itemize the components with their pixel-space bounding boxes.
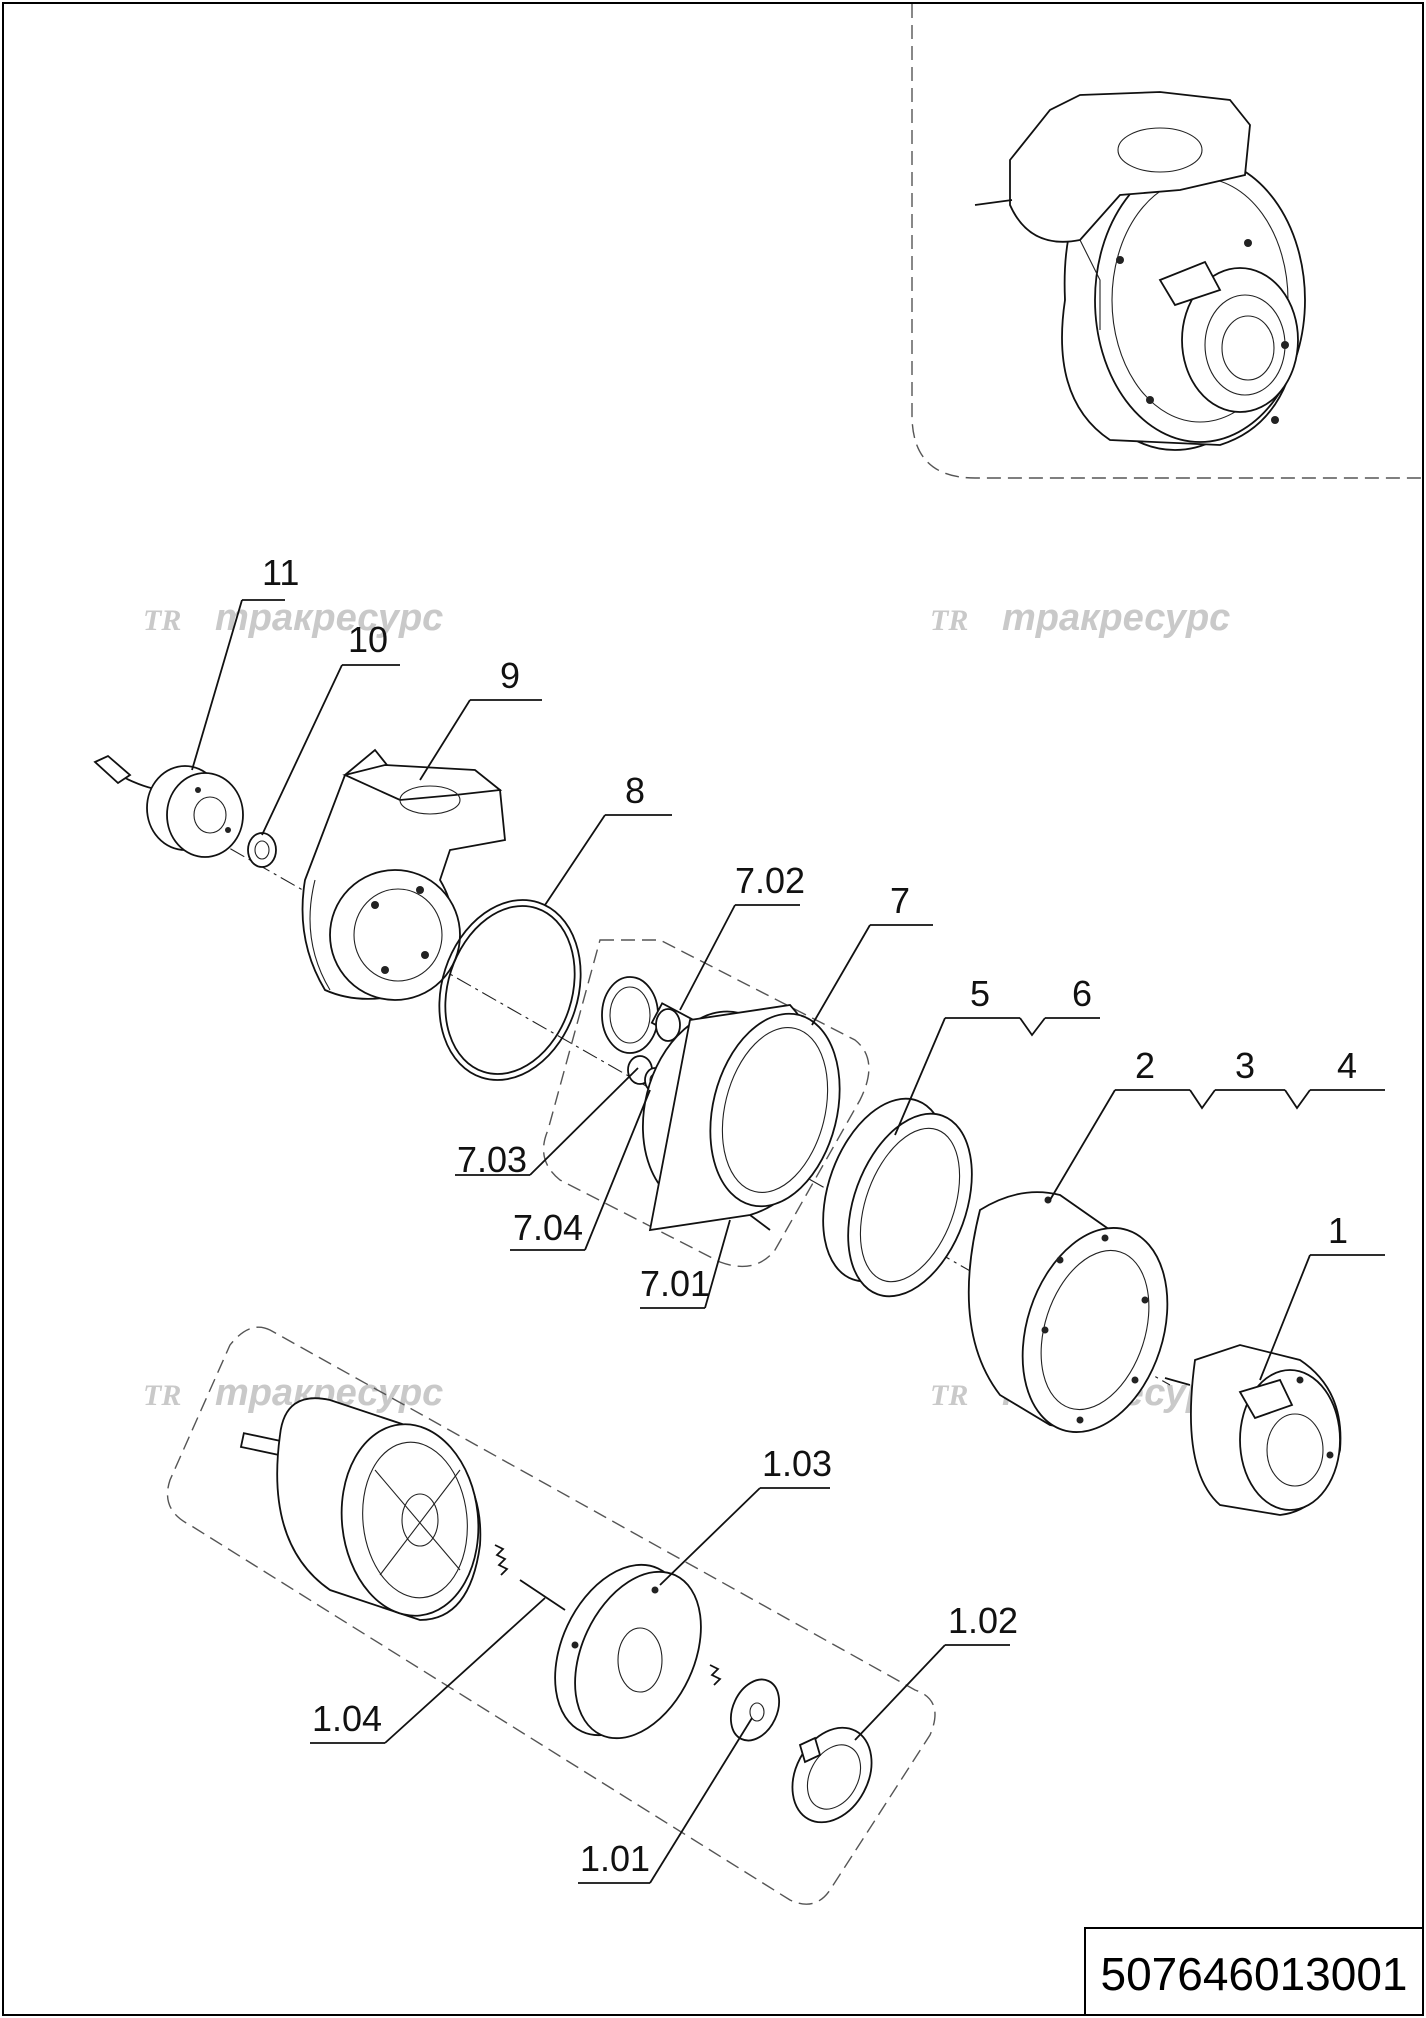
label-10: 10: [348, 619, 388, 660]
leader-lines: [191, 599, 1385, 1884]
label-1-02: 1.02: [948, 1600, 1018, 1641]
watermark-top-left: TR тракресурс: [143, 597, 443, 639]
label-1: 1: [1328, 1210, 1348, 1251]
drawing-number-box: 507646013001: [1084, 1927, 1424, 2016]
label-7: 7: [890, 880, 910, 921]
svg-text:TR: TR: [930, 1379, 968, 1412]
part-1-02-cover: [791, 1726, 873, 1824]
label-1-01: 1.01: [580, 1838, 650, 1879]
part-labels: 11 10 9 8 7.02 7 5 6 2 3 4 7.03 7.04 7.0…: [262, 552, 1357, 1879]
assembled-view-inset: [911, 4, 1423, 479]
label-8: 8: [625, 770, 645, 811]
label-11: 11: [262, 552, 299, 593]
part-8-oring: [438, 899, 582, 1081]
label-4: 4: [1337, 1045, 1357, 1086]
label-7-03: 7.03: [457, 1139, 527, 1180]
svg-text:тракресурс: тракресурс: [1002, 597, 1230, 639]
label-3: 3: [1235, 1045, 1255, 1086]
watermark-top-right: TR тракресурс: [930, 597, 1230, 639]
svg-text:тракресурс: тракресурс: [215, 597, 443, 639]
label-7-01: 7.01: [640, 1263, 710, 1304]
part-10-seal: [247, 832, 277, 868]
part-1-motor: [1164, 1344, 1342, 1516]
label-9: 9: [500, 655, 520, 696]
part-1-03-plate: [554, 1563, 702, 1740]
group-7-boundary: [542, 939, 870, 1268]
svg-text:TR: TR: [930, 604, 968, 637]
part-1-01-disc: [709, 1664, 780, 1742]
label-7-02: 7.02: [735, 860, 805, 901]
part-2-drum: [967, 1191, 1169, 1433]
part-1-04-spring: [494, 1544, 566, 1611]
svg-text:TR: TR: [143, 1379, 181, 1412]
drawing-number: 507646013001: [1101, 1948, 1408, 2000]
label-2: 2: [1135, 1045, 1155, 1086]
part-11-sensor: [93, 754, 244, 858]
svg-text:TR: TR: [143, 604, 181, 637]
label-7-04: 7.04: [513, 1207, 583, 1248]
part-9-housing: [301, 748, 506, 1001]
label-1-04: 1.04: [312, 1698, 382, 1739]
label-5: 5: [970, 973, 990, 1014]
part-7-02-sun-gear: [601, 976, 695, 1054]
part-7-01-ring-gear: [641, 1004, 841, 1232]
label-6: 6: [1072, 973, 1092, 1014]
label-1-03: 1.03: [762, 1443, 832, 1484]
part-5-6-bearing: [822, 1097, 973, 1298]
group-1-boundary: [166, 1326, 936, 1905]
part-1-housing: [239, 1397, 482, 1621]
